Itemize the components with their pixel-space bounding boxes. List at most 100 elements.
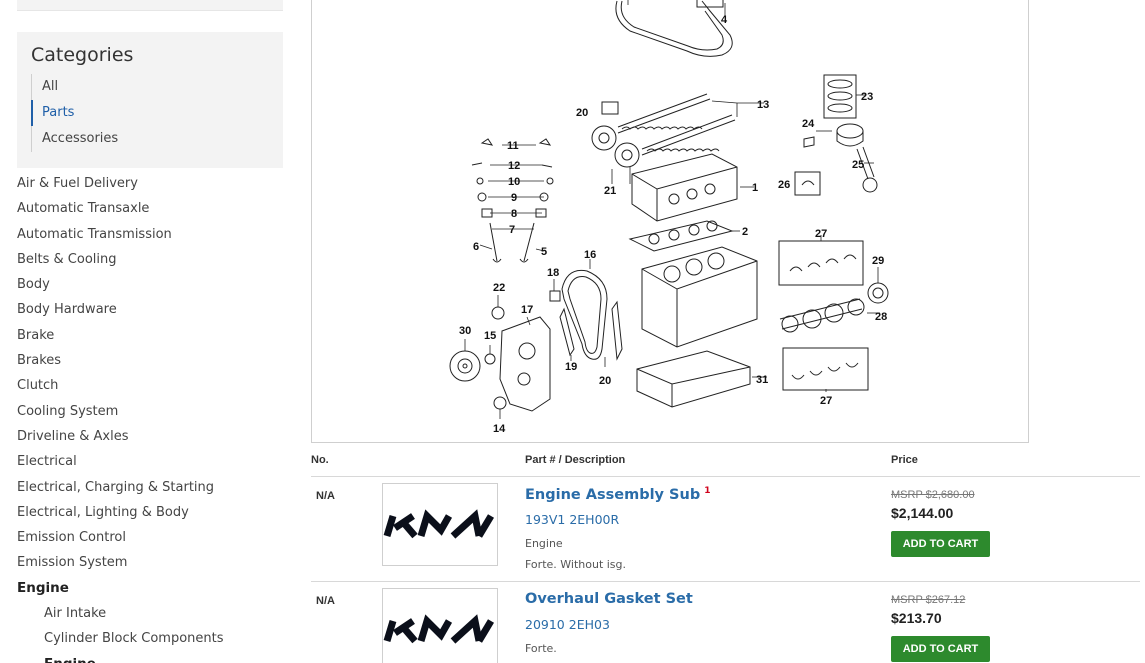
msrp-price: MSRP $267.12 xyxy=(891,594,966,606)
sidebar-item-clutch[interactable]: Clutch xyxy=(17,378,59,394)
callout-5: 5 xyxy=(541,246,547,258)
sidebar-subitem-air-intake[interactable]: Air Intake xyxy=(44,606,107,622)
part-26-bearing-box xyxy=(794,171,821,196)
sidebar-item-electrical-lighting-body[interactable]: Electrical, Lighting & Body xyxy=(17,504,189,520)
cylinder-head-shape xyxy=(631,153,738,222)
part-20-tensioner xyxy=(601,101,619,115)
sidebar-item-emission-control[interactable]: Emission Control xyxy=(17,530,126,546)
categories-panel: Categories All Parts Accessories xyxy=(17,32,283,168)
callout-12: 12 xyxy=(508,160,520,172)
callout-30: 30 xyxy=(459,325,471,337)
callout-20-bottom: 20 xyxy=(599,375,611,387)
callout-22: 22 xyxy=(493,282,505,294)
sidebar-item-engine[interactable]: Engine xyxy=(17,579,69,596)
upper-bearings-box xyxy=(778,240,864,286)
callout-16: 16 xyxy=(584,249,596,261)
sidebar-item-electrical-charging-starting[interactable]: Electrical, Charging & Starting xyxy=(17,479,215,495)
category-accessories[interactable]: Accessories xyxy=(42,131,119,146)
sidebar-item-body-hardware[interactable]: Body Hardware xyxy=(17,302,117,318)
callout-27-bottom: 27 xyxy=(820,395,832,407)
part-image[interactable] xyxy=(382,483,498,566)
part-14-seal xyxy=(493,396,507,410)
sidebar-item-belts-cooling[interactable]: Belts & Cooling xyxy=(17,251,117,267)
callout-9: 9 xyxy=(511,192,517,204)
callout-2: 2 xyxy=(742,226,748,238)
part-title-link[interactable]: Overhaul Gasket Set xyxy=(525,591,693,607)
sale-price: $2,144.00 xyxy=(891,505,954,521)
callout-28: 28 xyxy=(875,311,887,323)
sidebar-item-brake[interactable]: Brake xyxy=(17,327,55,343)
sidebar-item-automatic-transaxle[interactable]: Automatic Transaxle xyxy=(17,201,150,217)
part-number-link[interactable]: 20910 2EH03 xyxy=(525,617,610,632)
callout-8: 8 xyxy=(511,208,517,220)
callout-18: 18 xyxy=(547,267,559,279)
callout-20-top: 20 xyxy=(576,107,588,119)
chain-guide-right xyxy=(611,300,623,361)
callout-19: 19 xyxy=(565,361,577,373)
sidebar-subitem-cylinder-block-components[interactable]: Cylinder Block Components xyxy=(44,631,224,647)
kia-logo-icon xyxy=(383,509,495,539)
lower-bearings-box xyxy=(782,347,869,391)
part-18-tensioner xyxy=(549,290,561,302)
sidebar-item-cooling-system[interactable]: Cooling System xyxy=(17,403,119,419)
add-to-cart-button[interactable]: ADD TO CART xyxy=(891,636,990,662)
categories-list: All Parts Accessories xyxy=(31,74,118,152)
cam-sprocket-2 xyxy=(614,142,640,168)
parts-table-header: No. Part # / Description Price xyxy=(311,451,1140,477)
add-to-cart-button[interactable]: ADD TO CART xyxy=(891,531,990,557)
parts-diagram-drawing: 4 23 20 13 24 25 11 12 10 9 8 7 6 5 21 1… xyxy=(449,0,889,435)
kia-logo-icon xyxy=(383,614,495,644)
sidebar-item-electrical[interactable]: Electrical xyxy=(17,454,77,470)
sidebar-item-emission-system[interactable]: Emission System xyxy=(17,555,128,571)
category-all[interactable]: All xyxy=(42,79,59,94)
part-image[interactable] xyxy=(382,588,498,663)
piston-pin xyxy=(803,136,815,148)
footnote-marker: 1 xyxy=(704,486,711,496)
callout-25: 25 xyxy=(852,159,864,171)
callout-27-top: 27 xyxy=(815,228,827,240)
callout-10: 10 xyxy=(508,176,520,188)
callout-6: 6 xyxy=(473,241,479,253)
valve-cover-gasket-shape xyxy=(615,0,733,57)
parts-diagram: 4 23 20 13 24 25 11 12 10 9 8 7 6 5 21 1… xyxy=(311,0,1029,443)
piston-rings xyxy=(827,79,853,89)
engine-block-shape xyxy=(641,246,758,348)
valve-left xyxy=(489,222,502,263)
part-description: Forte. xyxy=(525,642,557,655)
callout-4: 4 xyxy=(721,14,728,26)
crank-pulley xyxy=(449,350,481,382)
column-header-price: Price xyxy=(891,454,918,466)
sidebar-item-driveline-axles[interactable]: Driveline & Axles xyxy=(17,428,129,444)
table-row: N/A Overhaul Gasket Set 20910 2EH03 Fort… xyxy=(311,583,1140,663)
callout-11: 11 xyxy=(507,140,519,152)
part-fitment-note: Forte. Without isg. xyxy=(525,558,627,571)
categories-title: Categories xyxy=(31,44,134,66)
cam-sprocket-1 xyxy=(591,125,617,151)
sidebar-item-automatic-transmission[interactable]: Automatic Transmission xyxy=(17,226,172,242)
part-15-seal xyxy=(484,353,496,365)
connecting-rod xyxy=(856,146,875,180)
part-4-block xyxy=(696,0,724,8)
msrp-price: MSRP $2,680.00 xyxy=(891,489,975,501)
piston xyxy=(836,123,864,139)
callout-1: 1 xyxy=(752,182,758,194)
callout-24: 24 xyxy=(802,118,815,130)
sidebar-top-panel xyxy=(17,0,283,11)
diagram-callouts: 4 23 20 13 24 25 11 12 10 9 8 7 6 5 21 1… xyxy=(459,14,887,435)
column-header-part: Part # / Description xyxy=(525,454,626,466)
callout-15: 15 xyxy=(484,330,496,342)
part-22-sprocket xyxy=(491,306,505,320)
part-number-link[interactable]: 193V1 2EH00R xyxy=(525,512,620,527)
sidebar-item-brakes[interactable]: Brakes xyxy=(17,353,62,369)
callout-29: 29 xyxy=(872,255,884,267)
sidebar-subitem-engine[interactable]: Engine xyxy=(17,652,283,663)
chain-guide-left xyxy=(559,307,575,357)
timing-chain-shape xyxy=(561,269,608,360)
sidebar-item-air-fuel-delivery[interactable]: Air & Fuel Delivery xyxy=(17,176,138,191)
sidebar-item-body[interactable]: Body xyxy=(17,277,50,293)
category-parts[interactable]: Parts xyxy=(31,100,118,126)
callout-7: 7 xyxy=(509,224,515,236)
row-number: N/A xyxy=(316,490,335,502)
